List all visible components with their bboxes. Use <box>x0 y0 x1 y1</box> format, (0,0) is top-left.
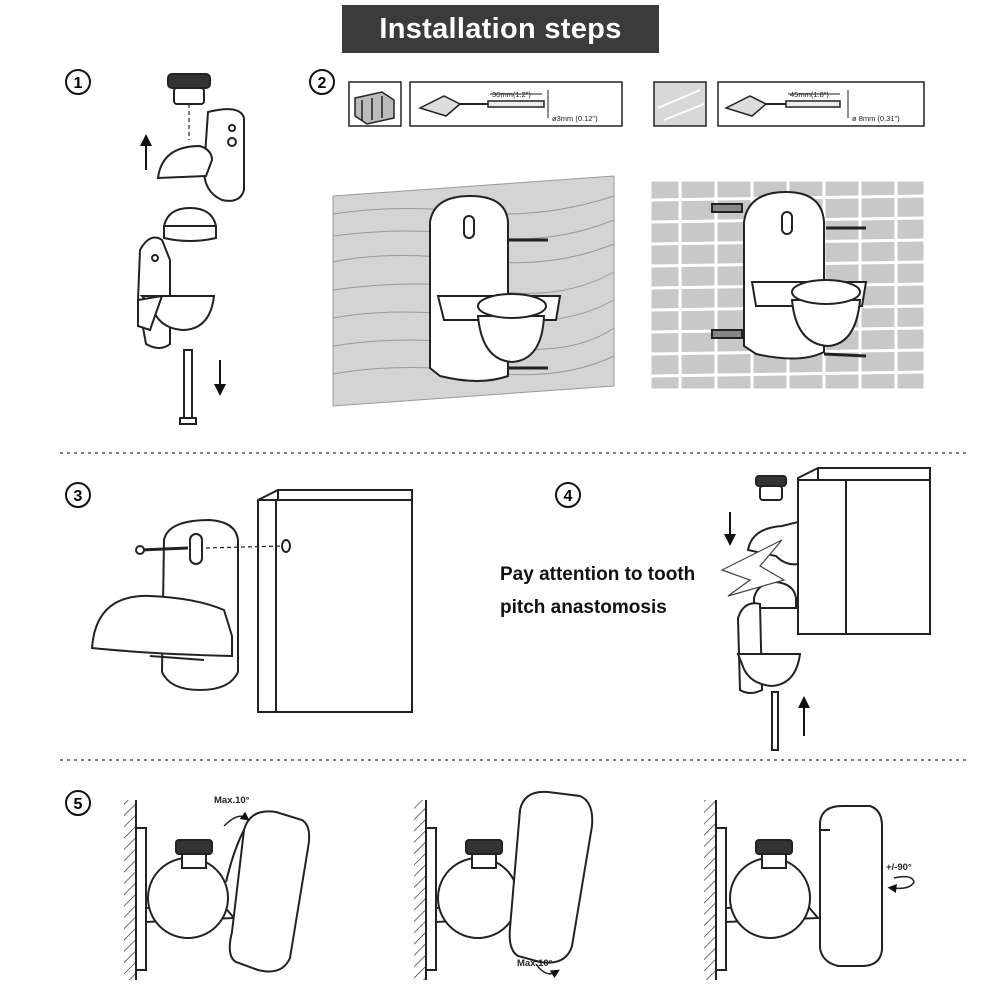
step5-tilt-down-view: Max.10° <box>414 790 594 980</box>
step-badge-3: 3 <box>65 482 91 508</box>
tooth-pitch-pointer <box>720 539 786 597</box>
wood-wall-bracket <box>429 194 562 382</box>
tilt-down-label: Max.10° <box>517 958 553 969</box>
lower-bracket <box>136 236 171 349</box>
page-title: Installation steps <box>342 5 659 53</box>
speaker-box-3 <box>257 489 413 713</box>
step5-rotate-view: +/-90° <box>704 800 915 980</box>
step4-assembly <box>720 467 931 751</box>
screw-4 <box>771 691 779 751</box>
brick-diameter-label: ø 8mm (0.31") <box>852 114 900 123</box>
wall-anchor-top <box>711 203 743 213</box>
step-number-5: 5 <box>74 796 83 813</box>
brick-depth-label: 45mm(1.8") <box>790 90 829 99</box>
speaker-box-4 <box>797 467 931 635</box>
tooth-pitch-note: Pay attention to tooth pitch anastomosis <box>500 558 695 624</box>
upper-ball <box>156 144 214 180</box>
step-number-2: 2 <box>318 75 327 92</box>
tilt-up-label: Max.10° <box>214 795 250 806</box>
step-badge-2: 2 <box>309 69 335 95</box>
screw-3 <box>139 546 189 552</box>
wood-diameter-label: ø3mm (0.12") <box>552 114 598 123</box>
knob <box>167 73 211 89</box>
brick-swatch <box>653 81 707 127</box>
upper-bracket <box>202 108 245 202</box>
screw <box>183 349 193 421</box>
middle-ball <box>163 206 217 242</box>
step2-wood-drill-spec: 30mm(1.2") ø3mm (0.12") <box>348 81 623 127</box>
speaker-panel-tilt-up <box>228 810 311 973</box>
speaker-panel-tilt-down <box>508 790 594 964</box>
step5-tilt-up-view: Max.10° <box>124 795 311 980</box>
step-badge-5: 5 <box>65 790 91 816</box>
wall-anchor-bottom <box>711 329 743 339</box>
step-badge-4: 4 <box>555 482 581 508</box>
step-number-1: 1 <box>74 75 83 92</box>
step-badge-1: 1 <box>65 69 91 95</box>
step2-brick-wall <box>648 178 927 392</box>
note-line-2: pitch anastomosis <box>500 597 667 618</box>
step-number-4: 4 <box>564 488 573 505</box>
brick-wall-bracket <box>711 190 868 360</box>
step2-wood-wall <box>332 175 615 407</box>
step1-exploded-bracket <box>136 73 245 425</box>
rotate-label: +/-90° <box>886 862 912 873</box>
wood-depth-label: 30mm(1.2") <box>492 90 531 99</box>
step-number-3: 3 <box>74 488 83 505</box>
step2-brick-drill-spec: 45mm(1.8") ø 8mm (0.31") <box>653 81 925 127</box>
speaker-panel-rotate <box>819 805 883 967</box>
step3-bracket-to-speaker <box>90 489 413 713</box>
note-line-1: Pay attention to tooth <box>500 564 696 585</box>
